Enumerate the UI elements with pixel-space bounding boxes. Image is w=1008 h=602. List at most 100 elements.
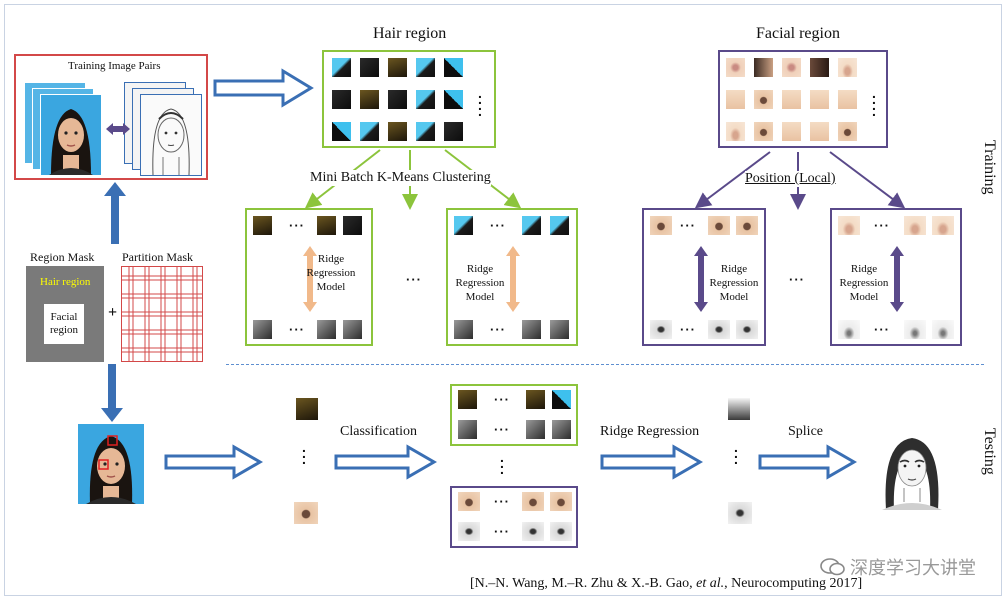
test-input-photo [78, 424, 144, 504]
facial-region-title: Facial region [756, 25, 840, 42]
between-boxes-ellipsis: ··· [406, 272, 422, 287]
mask-region-word: region [49, 324, 79, 336]
region-mask-image: Hair region Facial region [26, 266, 104, 362]
model-word: Model [316, 281, 346, 293]
hair-patch [360, 90, 379, 109]
ellipsis: ··· [680, 218, 696, 233]
face-patch [810, 90, 829, 109]
ridge-arrow-orange [506, 246, 520, 312]
pair-link-arrow [106, 123, 130, 135]
citation-etal: et al. [696, 576, 725, 591]
hair-patch [416, 122, 435, 141]
face-model-box-1: ··· Ridge Regression Model ··· [642, 208, 766, 346]
face-sketch-icon [141, 95, 201, 175]
position-label: Position (Local) [745, 171, 836, 187]
ridge-arrow-purple [694, 246, 708, 312]
test-classes-dots: ... [500, 449, 504, 477]
facial-region-patches: .... [718, 50, 888, 148]
train-test-separator [226, 364, 984, 365]
ellipsis: ··· [490, 322, 506, 337]
result-eye-sketch [728, 502, 752, 524]
ridge-model-label: Ridge Regression Model [702, 262, 766, 304]
hair-patch [444, 122, 463, 141]
ellipsis: ··· [680, 322, 696, 337]
ridge-arrow-purple [890, 246, 904, 312]
hair-patch [388, 90, 407, 109]
wechat-icon [820, 558, 845, 576]
training-image-pairs-box: Training Image Pairs [14, 54, 208, 180]
hair-sketch-patch [522, 320, 541, 339]
result-patches-dots: ... [734, 439, 738, 467]
face-patch [838, 122, 857, 141]
hair-patch [317, 216, 336, 235]
ridge-arrow-orange [303, 246, 317, 312]
ellipsis: ··· [494, 524, 510, 539]
ridge-word: Ridge [720, 263, 748, 275]
splice-label: Splice [788, 424, 823, 439]
ellipsis: ··· [490, 218, 506, 233]
face-patch [782, 90, 801, 109]
partition-mask-grid [121, 266, 203, 362]
watermark-text: 深度学习大讲堂 [850, 558, 976, 579]
eye-sketch-patch [550, 522, 572, 541]
nose-sketch-patch [932, 320, 954, 339]
hair-sketch-patch [552, 420, 571, 439]
clustering-label: Mini Batch K-Means Clustering [310, 170, 491, 186]
citation-authors: [N.–N. Wang, M.–R. Zhu & X.-B. Gao, [470, 576, 697, 591]
test-face-icon [78, 424, 144, 504]
face-patch [838, 58, 857, 77]
test-eye-patch [294, 502, 318, 524]
face-patch [782, 58, 801, 77]
eye-patch [522, 492, 544, 511]
ellipsis: ··· [289, 218, 305, 233]
hair-patch [388, 58, 407, 77]
hair-sketch-patch [253, 320, 272, 339]
result-hair-sketch [728, 398, 750, 420]
hair-patch [360, 58, 379, 77]
between-face-boxes-ellipsis: ··· [789, 272, 805, 287]
hair-more-dots: .... [478, 85, 482, 119]
eye-patch [550, 492, 572, 511]
hair-model-box-1: ··· Ridge Regression Model ··· [245, 208, 373, 346]
hair-sketch-patch [343, 320, 362, 339]
face-patch [754, 122, 773, 141]
ridge-word: Ridge [317, 253, 345, 265]
regression-word: Regression [306, 267, 356, 279]
hair-model-box-2: ··· Ridge Regression Model ··· [446, 208, 578, 346]
hair-patch [360, 122, 379, 141]
regression-word: Regression [709, 277, 759, 289]
ellipsis: ··· [874, 322, 890, 337]
output-sketch [872, 432, 952, 510]
watermark: 深度学习大讲堂 [820, 554, 976, 580]
eye-patch [458, 492, 480, 511]
eye-sketch-patch [522, 522, 544, 541]
nose-patch [932, 216, 954, 235]
regression-word: Regression [455, 277, 505, 289]
citation: [N.–N. Wang, M.–R. Zhu & X.-B. Gao, et a… [470, 576, 862, 592]
face-patch [726, 90, 745, 109]
eye-patch [708, 216, 730, 235]
region-mask-label: Region Mask [30, 250, 95, 264]
arrow-splice [758, 444, 858, 480]
face-patch [726, 58, 745, 77]
arrow-masks-down [101, 364, 123, 422]
hair-patch [253, 216, 272, 235]
hair-patch [332, 58, 351, 77]
model-word: Model [465, 291, 495, 303]
face-patch [782, 122, 801, 141]
hair-sketch-patch [550, 320, 569, 339]
hair-patch [550, 216, 569, 235]
hair-patch [454, 216, 473, 235]
nose-sketch-patch [904, 320, 926, 339]
face-patch [754, 90, 773, 109]
hair-region-title: Hair region [373, 25, 447, 42]
arrow-masks-up [104, 182, 126, 244]
test-hair-patch [296, 398, 318, 420]
ridge-model-label: Ridge Regression Model [291, 252, 371, 294]
face-sketch [140, 94, 202, 176]
face-model-box-2: ··· Ridge Regression Model ··· [830, 208, 962, 346]
ellipsis: ··· [289, 322, 305, 337]
eye-sketch-patch [736, 320, 758, 339]
citation-venue: , Neurocomputing 2017] [724, 576, 863, 591]
ellipsis: ··· [494, 422, 510, 437]
